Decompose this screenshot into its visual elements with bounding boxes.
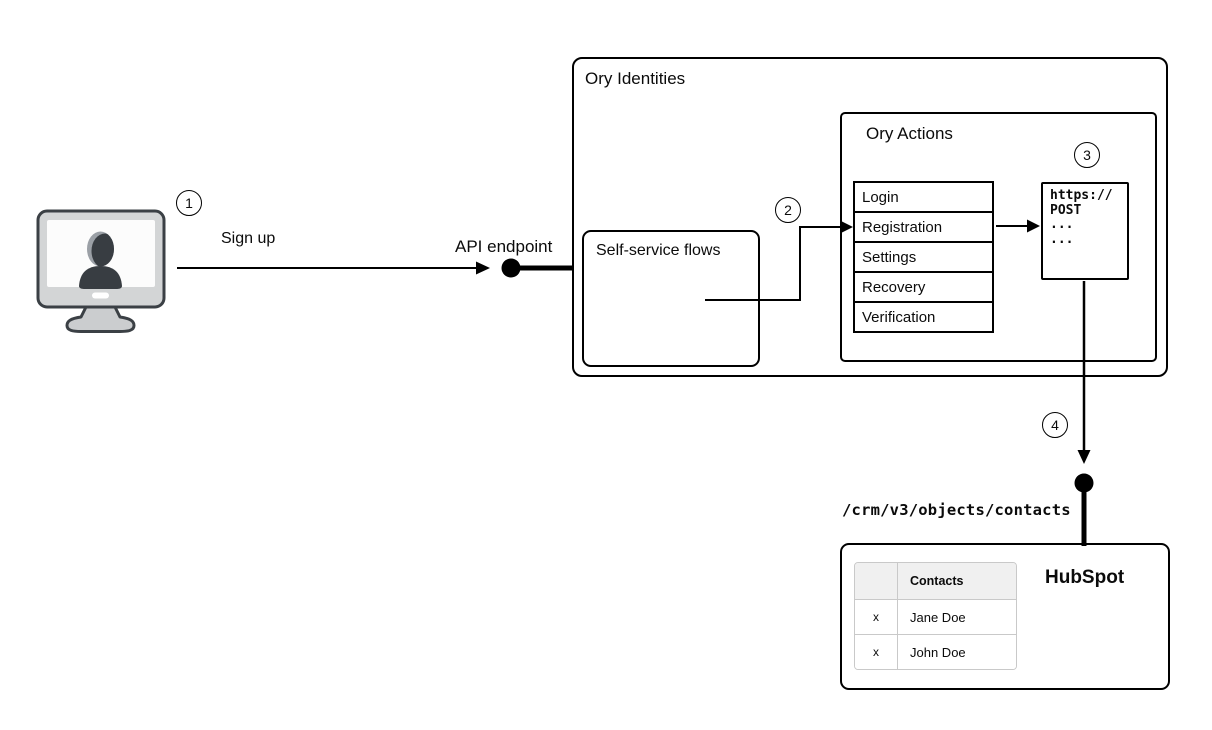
contact-name: Jane Doe bbox=[910, 609, 966, 625]
api-endpoint-node bbox=[501, 258, 521, 278]
hubspot-endpoint-path: /crm/v3/objects/contacts bbox=[842, 501, 1071, 519]
webhook-code-box: https:// POST ... ... bbox=[1041, 182, 1129, 280]
hubspot-endpoint-node bbox=[1074, 473, 1094, 493]
signup-arrowhead bbox=[476, 261, 490, 275]
step-badge-1: 1 bbox=[176, 190, 202, 216]
ory-identities-title: Ory Identities bbox=[585, 69, 686, 88]
hubspot-arrowhead bbox=[1077, 450, 1091, 464]
contacts-table-row: x Jane Doe bbox=[855, 599, 1016, 634]
sign-up-label: Sign up bbox=[221, 230, 276, 247]
code-line: ... bbox=[1050, 231, 1074, 247]
contacts-table-header-check-cell bbox=[855, 563, 898, 599]
contact-check: x bbox=[855, 600, 898, 634]
flows-list: Login Registration Settings Recovery Ver… bbox=[853, 181, 994, 333]
flow-row-verification: Verification bbox=[853, 301, 994, 333]
code-line: https:// bbox=[1050, 188, 1113, 203]
user-workstation-icon bbox=[36, 209, 166, 333]
contact-check: x bbox=[855, 635, 898, 669]
code-line: POST bbox=[1050, 202, 1082, 218]
flow-row-recovery: Recovery bbox=[853, 271, 994, 303]
hubspot-title: HubSpot bbox=[1045, 567, 1125, 588]
step-badge-2: 2 bbox=[775, 197, 801, 223]
code-line: ... bbox=[1050, 217, 1074, 232]
contacts-table: Contacts x Jane Doe x John Doe bbox=[854, 562, 1017, 670]
step-badge-4: 4 bbox=[1042, 412, 1068, 438]
flow-row-login: Login bbox=[853, 181, 994, 213]
contacts-table-row: x John Doe bbox=[855, 634, 1016, 669]
ory-actions-title: Ory Actions bbox=[866, 124, 953, 143]
flow-row-registration: Registration bbox=[853, 211, 994, 243]
flow-row-settings: Settings bbox=[853, 241, 994, 273]
monitor-power-button bbox=[92, 292, 109, 299]
contacts-table-header-label: Contacts bbox=[910, 574, 964, 588]
self-service-flows-title: Self-service flows bbox=[596, 242, 721, 259]
step-badge-3: 3 bbox=[1074, 142, 1100, 168]
api-endpoint-label: API endpoint bbox=[455, 237, 553, 256]
contact-name: John Doe bbox=[910, 644, 966, 660]
contacts-table-header-row: Contacts bbox=[855, 563, 1016, 599]
